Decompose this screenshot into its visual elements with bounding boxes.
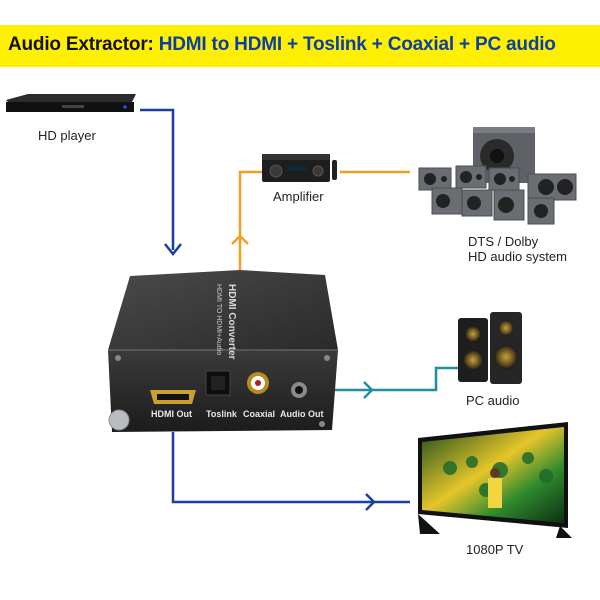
hd-player-label: HD player [38,128,96,143]
pc-audio-label: PC audio [466,393,520,408]
coaxial-port-label: Coaxial [243,409,276,419]
hdmi-output-arrow [365,493,376,511]
optical-arrow [231,234,249,245]
converter-top-label: HDMI Converter [226,284,237,360]
amplifier-image [262,154,337,182]
speaker-system-image [418,127,577,225]
hdmi-input-arrow [164,243,182,257]
title-banner: Audio Extractor: HDMI to HDMI + Toslink … [0,25,600,67]
hdmi-out-port-label: HDMI Out [151,409,192,419]
pc-speakers-image [458,312,522,384]
tv-label: 1080P TV [466,542,524,557]
toslink-port-label: Toslink [206,409,237,419]
hdmi-output-cable [171,432,410,504]
speaker-system-label-line2: HD audio system [468,249,567,264]
banner-title: Audio Extractor: HDMI to HDMI + Toslink … [8,34,556,56]
converter-box-image [108,270,338,432]
hd-player-image [6,94,136,112]
tv-image [418,422,572,538]
analog-audio-arrow [363,381,374,399]
converter-top-sublabel: HDMI TO HDMI+Audio [215,284,222,355]
banner-title-lead: Audio Extractor: [8,34,154,55]
banner-title-rest: HDMI to HDMI + Toslink + Coaxial + PC au… [153,34,556,55]
hdmi-input-cable [140,108,175,250]
speaker-system-label-line1: DTS / Dolby [468,234,539,249]
amplifier-label: Amplifier [273,189,324,204]
audio-out-port-label: Audio Out [280,409,324,419]
